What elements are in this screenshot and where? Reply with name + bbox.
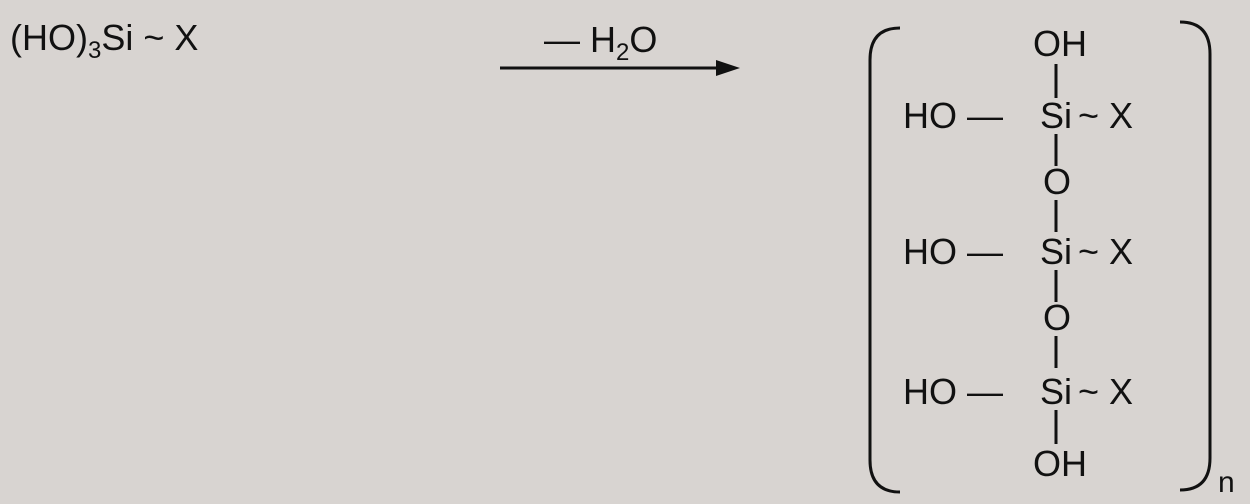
reactant-prefix: (HO): [10, 17, 88, 58]
reaction-arrow-head: [716, 60, 740, 76]
unit-3-silicon: Si: [1040, 371, 1073, 412]
unit-1-silicon: Si: [1040, 95, 1073, 136]
unit-2-silicon: Si: [1040, 231, 1073, 272]
bridge-oxygen-2: O: [1043, 297, 1072, 338]
arrow-label-suffix: O: [629, 19, 658, 60]
right-bracket: [1179, 20, 1212, 492]
unit-3-left-group: HO —: [903, 371, 1004, 412]
repeat-subscript-n: n: [1218, 466, 1235, 499]
reactant-subscript: 3: [87, 37, 102, 64]
unit-1-right-group: ~ X: [1078, 95, 1134, 136]
product-top-oh: OH: [1033, 23, 1087, 64]
unit-1-left-group: HO —: [903, 95, 1004, 136]
reactant-formula: (HO)3Si ~ X: [10, 17, 199, 65]
arrow-label-subscript: 2: [616, 39, 630, 66]
left-bracket: [868, 26, 901, 494]
arrow-label: — H2O: [544, 19, 658, 67]
unit-2-right-group: ~ X: [1078, 231, 1134, 272]
bridge-oxygen-1: O: [1043, 161, 1072, 202]
product-bottom-oh: OH: [1033, 443, 1087, 484]
reactant-suffix: Si ~ X: [101, 17, 199, 58]
arrow-label-prefix: — H: [544, 19, 616, 60]
unit-2-left-group: HO —: [903, 231, 1004, 272]
unit-3-right-group: ~ X: [1078, 371, 1134, 412]
